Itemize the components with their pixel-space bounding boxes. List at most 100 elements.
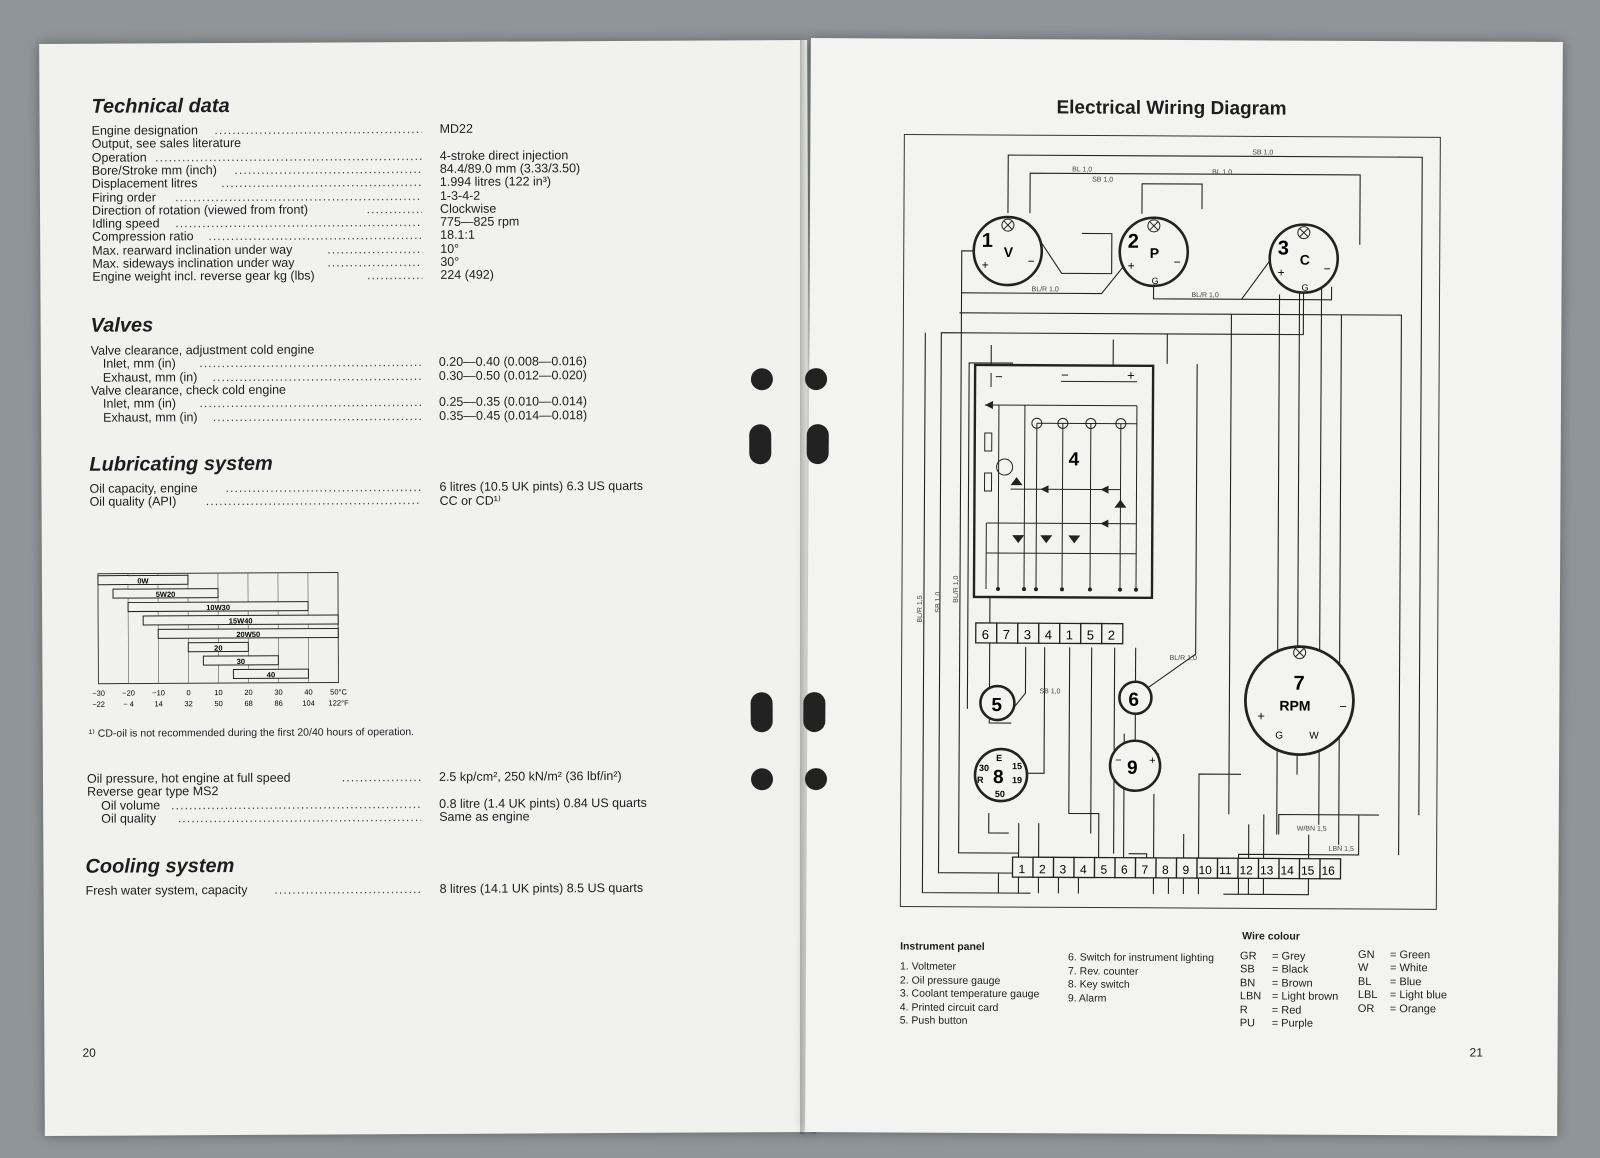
gauge-minus-sign: −: [1174, 255, 1181, 269]
diagram-title: Electrical Wiring Diagram: [1056, 97, 1287, 120]
page-number: 20: [82, 1045, 96, 1060]
viscosity-grade-label: 10W30: [206, 603, 230, 612]
spec-label: Fresh water system, capacity: [85, 882, 248, 898]
spec-value: 0.30—0.50 (0.012—0.020): [438, 367, 587, 383]
wire-colour-name: = Blue: [1389, 975, 1422, 989]
celsius-tick: 50°C: [330, 687, 347, 696]
spec-value: CC or CD¹⁾: [439, 493, 501, 509]
fahrenheit-tick: 32: [184, 699, 192, 708]
gauge-number: 3: [1278, 237, 1289, 259]
svg-text:7: 7: [1293, 673, 1304, 695]
terminal-block-label: 3: [1059, 862, 1066, 876]
gauge-plus-sign: +: [982, 258, 989, 272]
binder-hole: [804, 768, 828, 791]
rpm-minus-sign: −: [1339, 699, 1347, 714]
wire-colour-code: BN: [1239, 977, 1256, 990]
spec-label: Inlet, mm (in): [102, 356, 176, 371]
technical-data-table: Engine designation......................…: [39, 40, 807, 284]
push-button: 5: [979, 684, 1016, 722]
celsius-tick: −10: [152, 688, 165, 697]
spec-value: 30°: [440, 254, 460, 269]
spec-label: Firing order: [91, 189, 156, 205]
spec-label: Oil quality: [101, 811, 157, 826]
terminal-block-label: 16: [1321, 864, 1335, 878]
fahrenheit-tick: − 4: [123, 700, 134, 709]
wire-colour-code: LBN: [1239, 990, 1262, 1003]
spec-label: Inlet, mm (in): [102, 396, 177, 411]
spec-value: Same as engine: [439, 809, 530, 824]
spec-value: 2.5 kp/cm², 250 kN/m² (36 lbf/in²): [438, 768, 622, 784]
spec-value: 1-3-4-2: [439, 188, 481, 203]
wire-colour-code: BL: [1357, 975, 1372, 988]
pcb-number: 4: [1069, 449, 1080, 470]
leader-dots: ........................................…: [341, 770, 422, 785]
key-switch-terminal: E: [996, 753, 1002, 763]
pcb-terminal-label: 1: [1066, 627, 1073, 642]
wire-labels: SB 1,0BL 1,0SB 1,0BL 1,0BL/R 1,0BL/R 1,0…: [917, 149, 1354, 853]
viscosity-grade-label: 5W20: [156, 590, 176, 599]
wire-colour-name: = Light brown: [1271, 990, 1339, 1004]
viscosity-bar: [142, 614, 339, 626]
terminal-block-label: 11: [1219, 863, 1232, 877]
gauge-plus-sign: +: [1278, 265, 1285, 279]
spec-value: 10°: [440, 241, 460, 256]
binder-hole: [805, 368, 828, 391]
alarm: 9 − +: [1108, 739, 1162, 793]
pcb-terminal-label: 2: [1108, 628, 1115, 643]
terminal-block-label: 12: [1239, 863, 1253, 877]
footnote: ¹⁾ CD-oil is not recommended during the …: [88, 726, 415, 740]
fahrenheit-tick: 68: [244, 699, 252, 708]
spec-label: Exhaust, mm (in): [102, 369, 198, 385]
cooling-heading: Cooling system: [85, 855, 235, 878]
gridline: [247, 572, 249, 683]
wire-colour-name: = Black: [1271, 963, 1309, 977]
viscosity-grade-label: 0W: [137, 576, 149, 585]
gear-table: Oil pressure, hot engine at full speed..…: [39, 40, 807, 826]
pcb-terminal-label: 6: [982, 627, 989, 642]
spec-value: 18.1:1: [440, 228, 475, 243]
wire-label: SB 1,0: [1252, 149, 1273, 156]
legend-item: 8. Key switch: [1067, 978, 1130, 991]
key-switch-terminal: 19: [1012, 775, 1022, 785]
alarm-minus-sign: −: [1115, 755, 1122, 767]
leader-dots: ........................................…: [212, 368, 421, 384]
gauge-letter: P: [1150, 245, 1159, 261]
spec-value: Clockwise: [439, 201, 497, 216]
spec-label: Idling speed: [92, 216, 160, 231]
wire-colour-code: GN: [1358, 948, 1375, 962]
viscosity-bar: [112, 588, 219, 599]
cooling-table: Fresh water system, capacity............…: [39, 40, 807, 898]
spec-label: Oil quality (API): [89, 494, 177, 510]
wire-label: BL/R 1,0: [1170, 655, 1197, 662]
pcb-terminal-label: 4: [1045, 627, 1052, 642]
terminal-block-label: 1: [1018, 862, 1025, 876]
gauge-ground-label: G: [1302, 283, 1309, 293]
wire-label: BL/R 1,0: [953, 575, 960, 602]
terminal-block-label: 5: [1100, 863, 1107, 877]
wire-label: W/BN 1,5: [1297, 826, 1327, 833]
page-number: 21: [1469, 1045, 1483, 1060]
gauge-ground-label: G: [1152, 276, 1159, 286]
terminal-block-label: 13: [1260, 863, 1274, 877]
lubricating-table: Oil capacity, engine....................…: [39, 40, 807, 509]
wire-label: BL 1,0: [1072, 166, 1092, 173]
svg-text:6: 6: [1128, 690, 1139, 711]
leader-dots: ........................................…: [274, 882, 422, 897]
fahrenheit-tick: −22: [92, 700, 105, 709]
spec-value: 224 (492): [440, 267, 494, 283]
spec-value: 0.35—0.45 (0.014—0.018): [439, 407, 588, 423]
wire-colour-code: OR: [1357, 1002, 1375, 1015]
gauge-lamp: [1297, 226, 1311, 240]
gridline: [97, 573, 99, 684]
leader-dots: ........................................…: [366, 268, 423, 283]
rev-counter: 7 RPM + − G W: [1244, 645, 1355, 757]
wire-colour-code: GR: [1240, 950, 1257, 963]
terminal-block-label: 7: [1141, 863, 1148, 877]
spec-label: Displacement litres: [91, 176, 198, 191]
gauge-number: 1: [982, 230, 993, 252]
pcb-terminal-label: 7: [1003, 627, 1010, 642]
